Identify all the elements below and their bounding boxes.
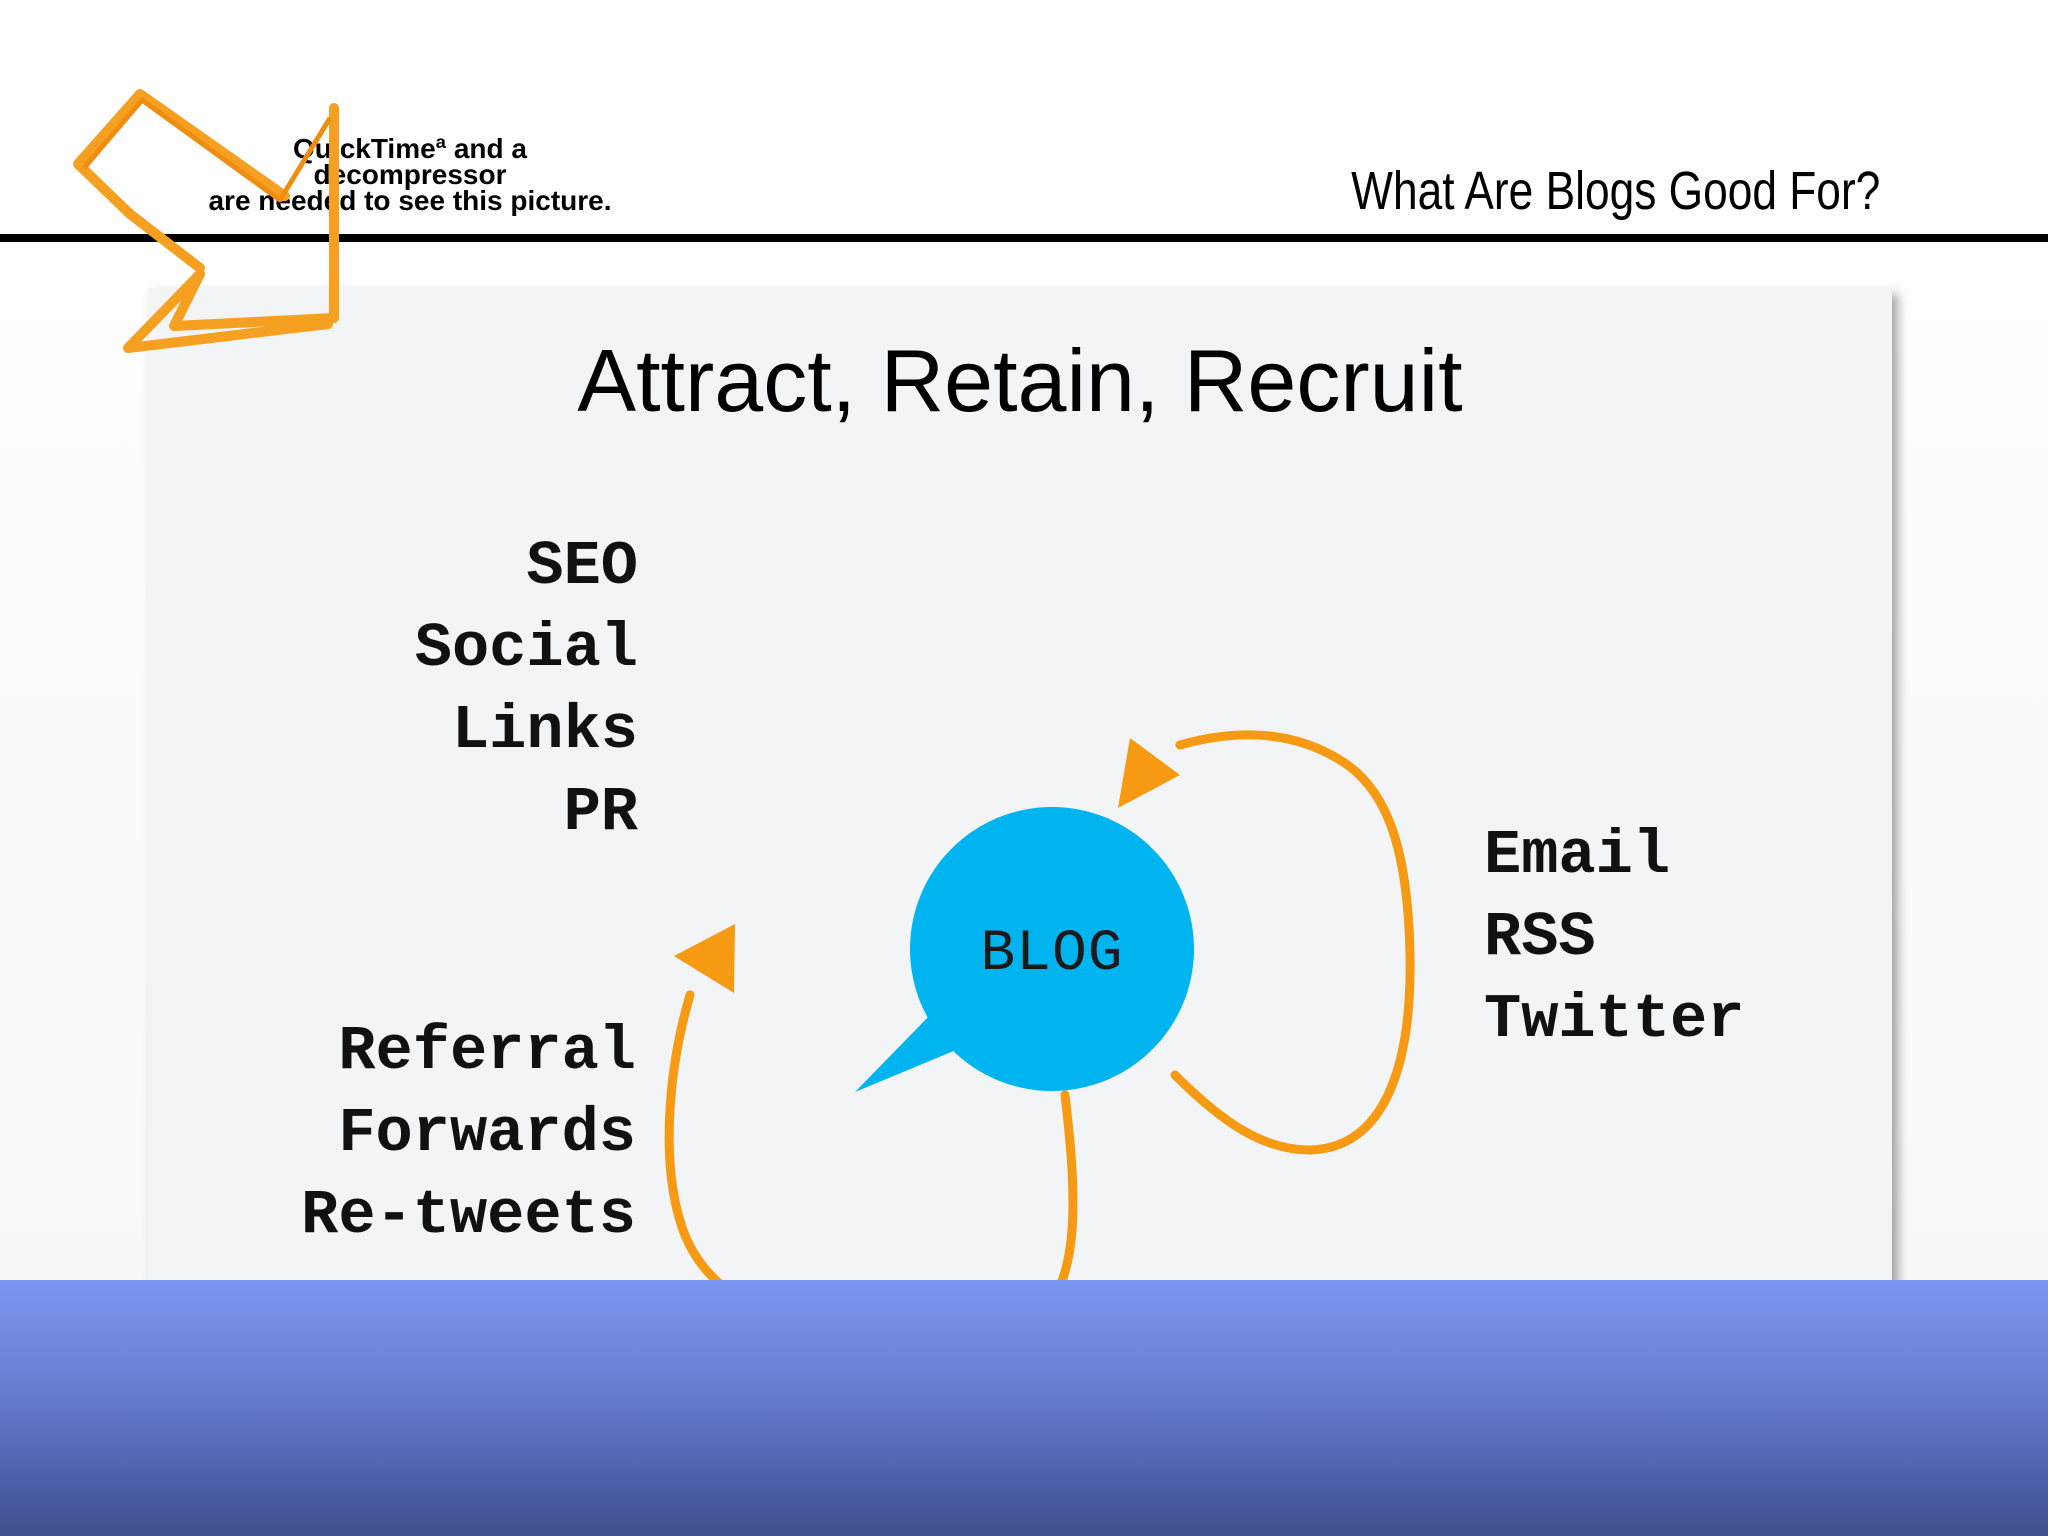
retain-list: Email RSS Twitter: [1484, 815, 1744, 1061]
attract-item: Links: [451, 695, 638, 766]
retain-loop-arrow: [1118, 730, 1415, 1155]
blog-bubble-label: BLOG: [980, 922, 1124, 987]
attract-item: SEO: [526, 531, 638, 602]
retain-item: Email: [1484, 820, 1671, 891]
slide-header-title: What Are Blogs Good For?: [1350, 161, 1880, 221]
attract-item: PR: [563, 777, 638, 848]
retain-item: RSS: [1484, 902, 1596, 973]
quicktime-notice-line: decompressor: [313, 159, 507, 190]
retain-item: Twitter: [1484, 984, 1745, 1055]
referral-item: Referral: [338, 1016, 636, 1087]
referral-item: Re-tweets: [301, 1180, 636, 1251]
attract-list: SEO Social Links PR: [415, 526, 638, 854]
quicktime-placeholder-notice: QuickTimeª and a decompressor are needed…: [180, 135, 640, 215]
referral-item: Forwards: [338, 1098, 636, 1169]
orange-scribble-arrow-icon: [73, 89, 339, 353]
speech-bubble-icon: [855, 807, 1194, 1092]
footer-band: [0, 1280, 2048, 1536]
diagram-title: Attract, Retain, Recruit: [577, 331, 1463, 430]
referral-list: Referral Forwards Re-tweets: [301, 1011, 636, 1257]
header-rule: [0, 234, 2048, 242]
attract-item: Social: [414, 613, 638, 684]
